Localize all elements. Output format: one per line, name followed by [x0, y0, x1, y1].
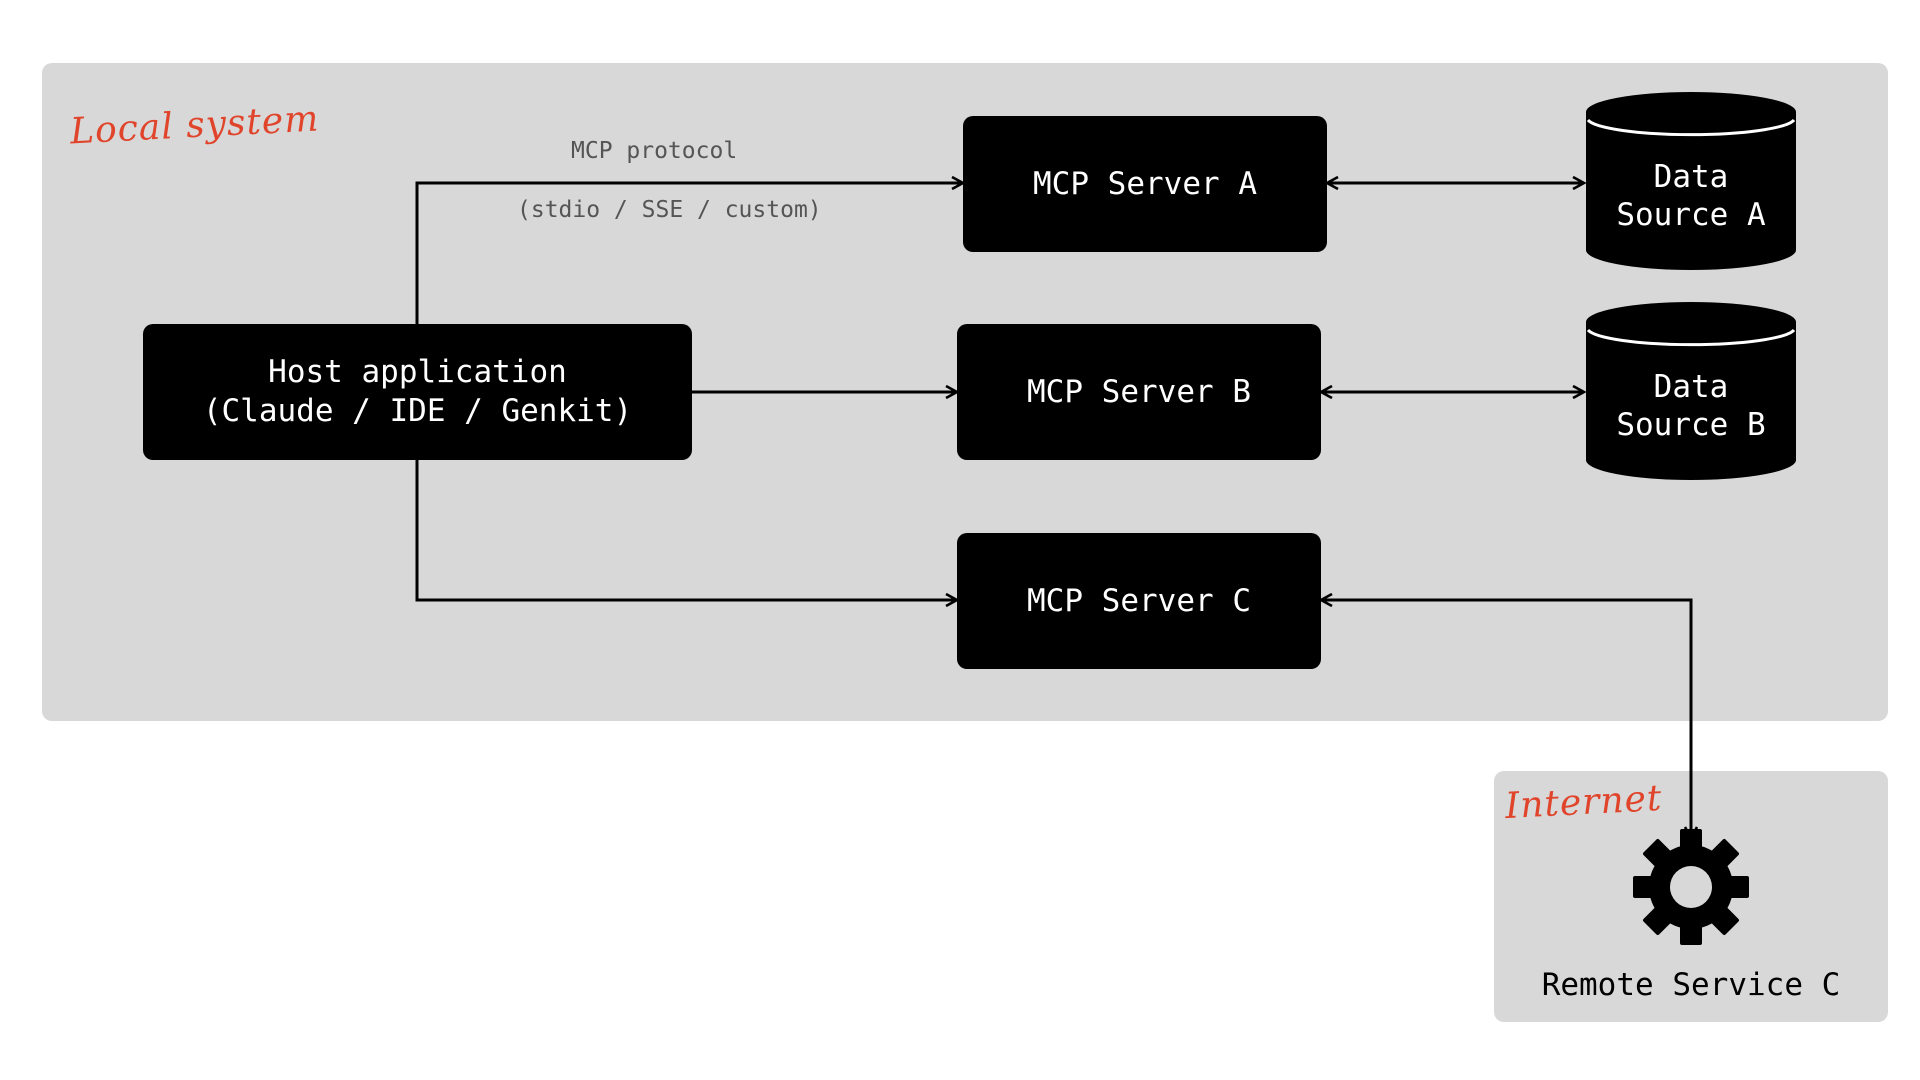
- mcp-server-b-node: MCP Server B: [957, 324, 1321, 460]
- database-icon: [1586, 302, 1796, 480]
- mcp-server-a-node: MCP Server A: [963, 116, 1327, 252]
- data-source-b-node: Data Source B: [1584, 300, 1798, 482]
- mcp-server-c-node: MCP Server C: [957, 533, 1321, 669]
- transport-label: (stdio / SSE / custom): [517, 197, 822, 223]
- internet-label: Internet: [1504, 777, 1664, 828]
- data-source-a-node: Data Source A: [1584, 90, 1798, 272]
- protocol-label: MCP protocol: [571, 138, 738, 164]
- gear-icon: [1633, 829, 1749, 945]
- database-icon: [1586, 92, 1796, 270]
- data-source-b-label: Data Source B: [1616, 369, 1766, 443]
- host-application-node: Host application (Claude / IDE / Genkit): [143, 324, 692, 460]
- data-source-a-label: Data Source A: [1616, 159, 1766, 233]
- remote-service-c-label: Remote Service C: [1541, 967, 1841, 1003]
